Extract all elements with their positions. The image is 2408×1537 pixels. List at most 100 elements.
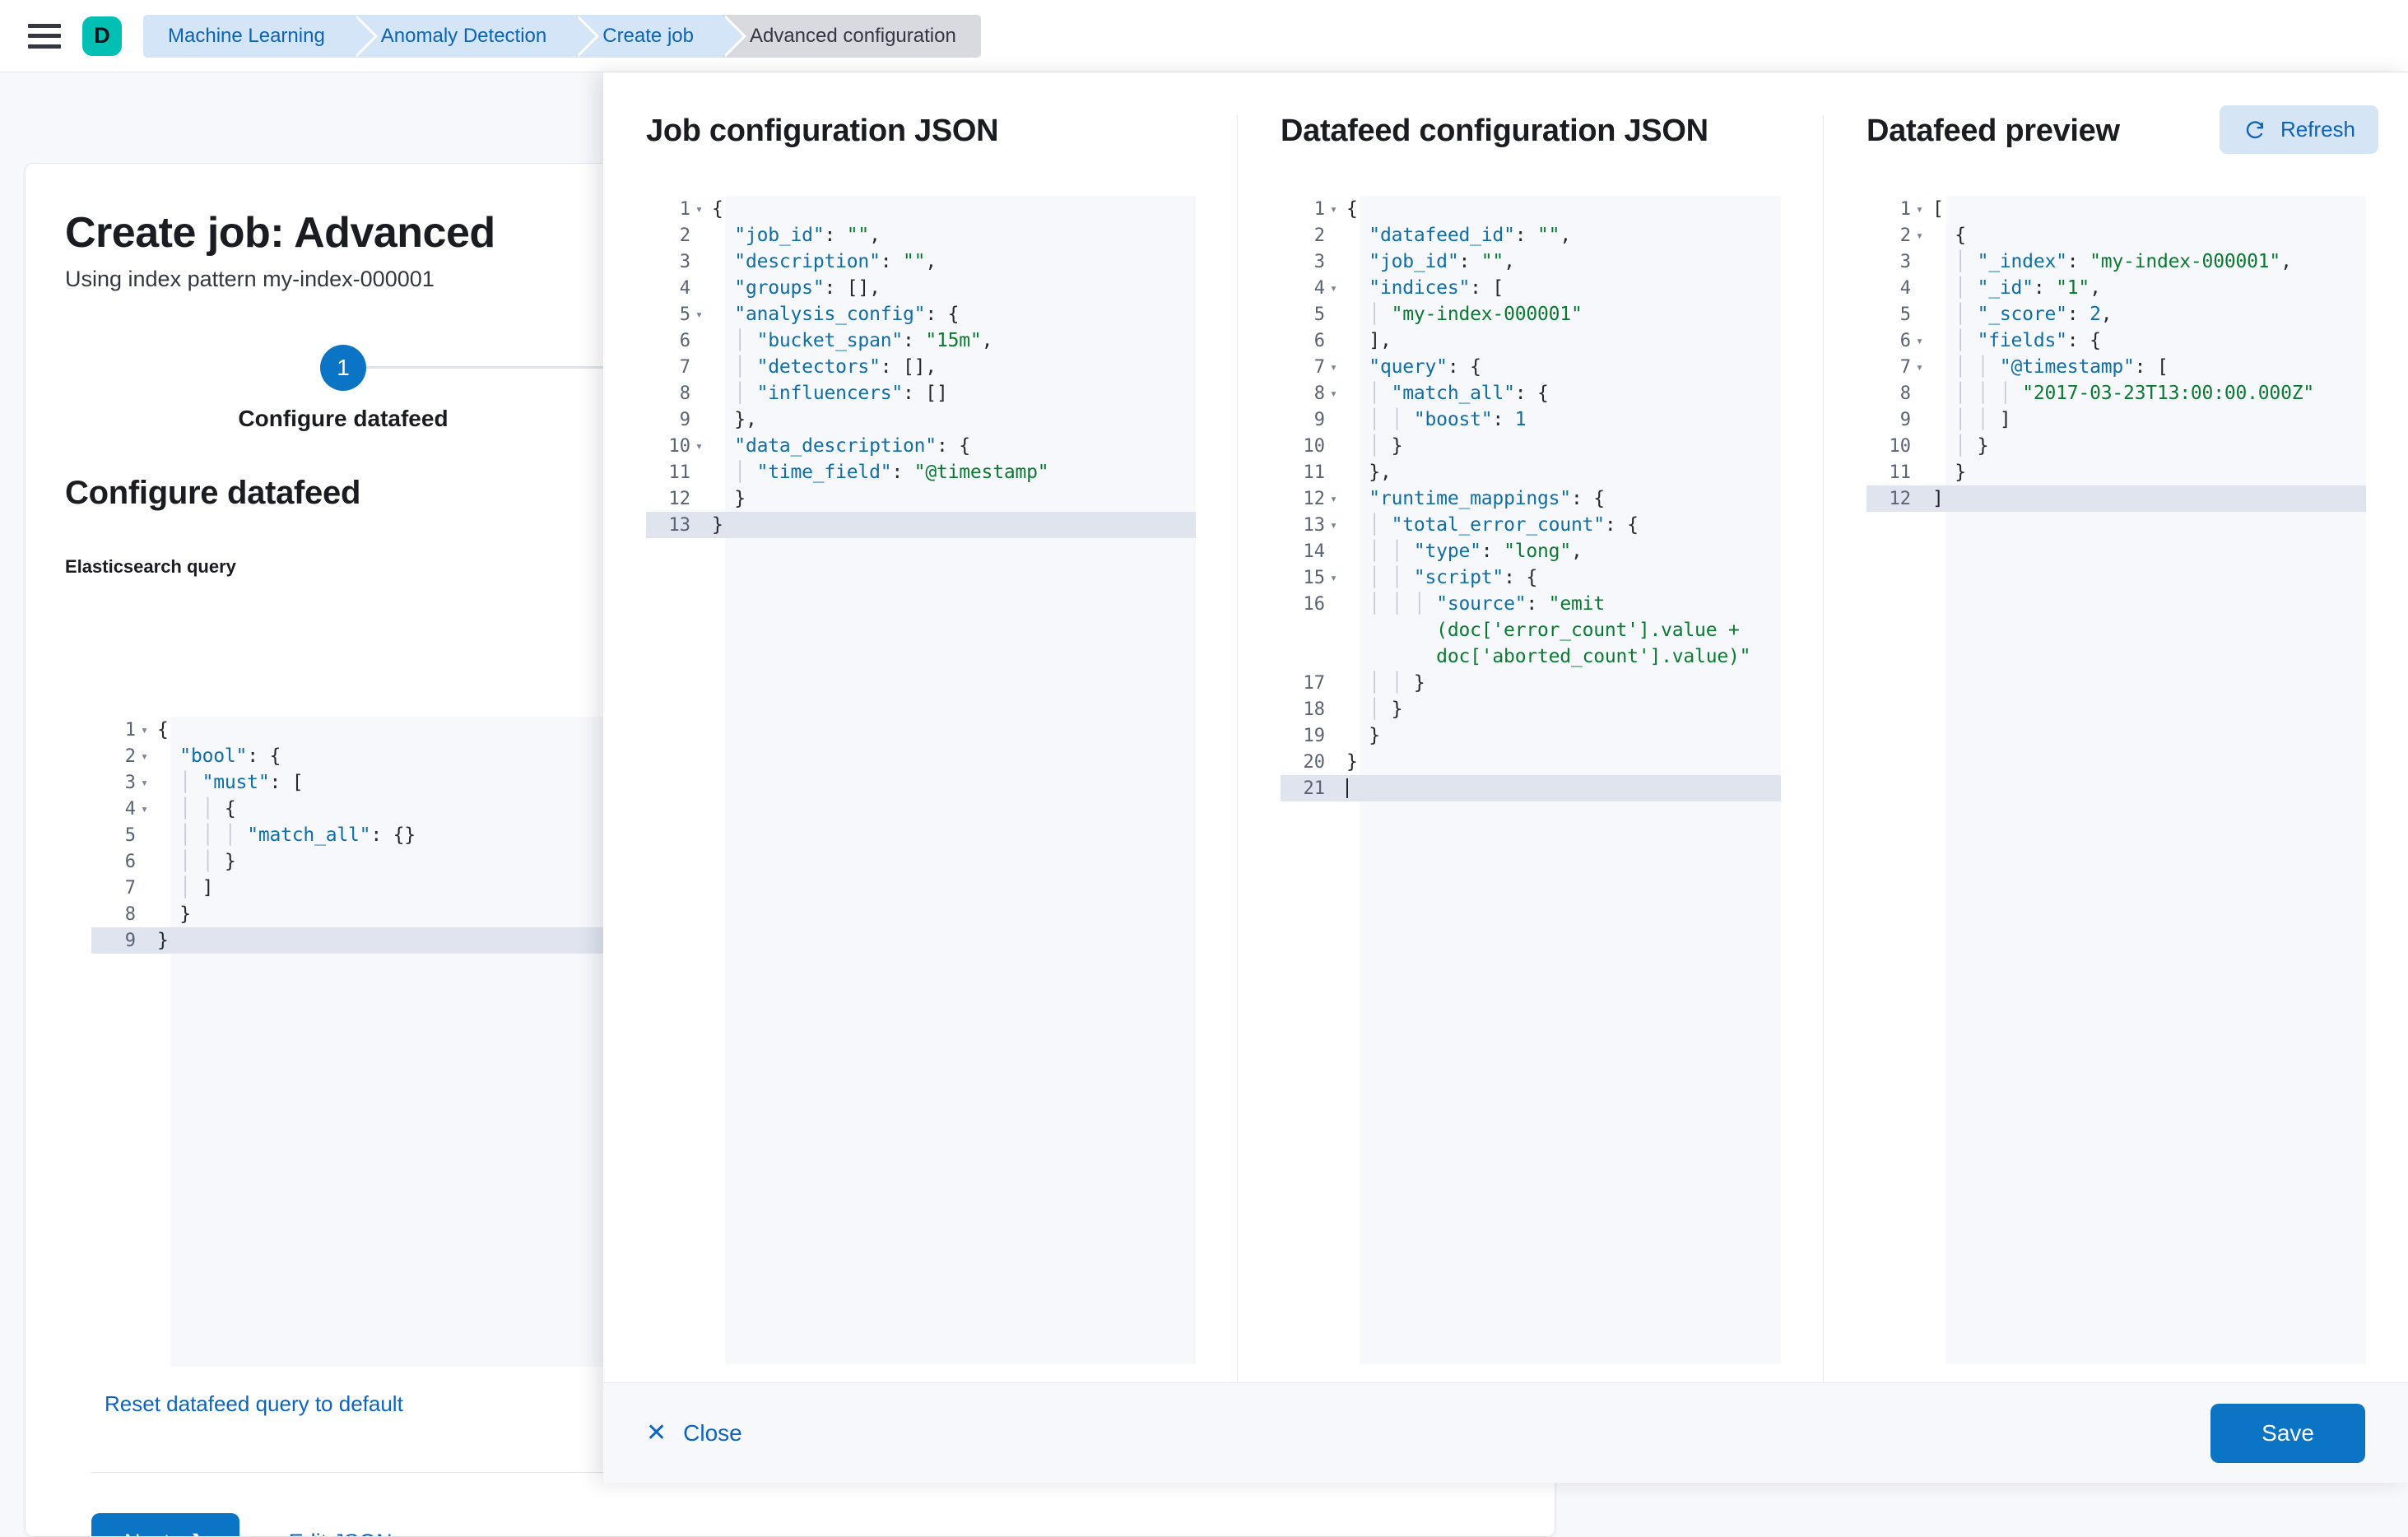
fold-toggle-icon[interactable]: ▾ bbox=[141, 724, 157, 736]
fold-toggle-icon[interactable]: ▾ bbox=[1330, 388, 1346, 400]
code-text: │ "bucket_span": "15m", bbox=[712, 330, 1196, 351]
editor-line: 2 "job_id": "", bbox=[646, 222, 1196, 248]
editor-line: 13▾ │ "total_error_count": { bbox=[1281, 512, 1781, 538]
fold-toggle-icon[interactable]: ▾ bbox=[695, 309, 712, 321]
line-number: 14 bbox=[1281, 541, 1330, 562]
fold-toggle-icon[interactable]: ▾ bbox=[1916, 335, 1932, 347]
fold-toggle-icon[interactable]: ▾ bbox=[1330, 493, 1346, 505]
line-number: 8 bbox=[1281, 383, 1330, 404]
line-number: 9 bbox=[1866, 410, 1916, 430]
edit-json-button[interactable]: Edit JSON bbox=[289, 1530, 393, 1537]
close-button-label: Close bbox=[683, 1420, 742, 1446]
code-text: │ "_index": "my-index-000001", bbox=[1932, 251, 2366, 272]
code-text: │ "_id": "1", bbox=[1932, 277, 2366, 299]
datafeed-preview-editor[interactable]: 1▾[2▾ {3 │ "_index": "my-index-000001",4… bbox=[1866, 196, 2366, 1364]
fold-toggle-icon[interactable]: ▾ bbox=[1330, 282, 1346, 295]
code-text: │ } bbox=[1346, 435, 1781, 457]
editor-lines: 1▾[2▾ {3 │ "_index": "my-index-000001",4… bbox=[1866, 196, 2366, 512]
fold-toggle-icon[interactable]: ▾ bbox=[1916, 230, 1932, 242]
fold-toggle-icon[interactable]: ▾ bbox=[141, 750, 157, 763]
line-number: 9 bbox=[1281, 410, 1330, 430]
line-number: 3 bbox=[646, 252, 695, 272]
code-text: doc['aborted_count'].value)" bbox=[1346, 646, 1781, 667]
editor-line: 18 │ } bbox=[1281, 696, 1781, 722]
stepper-step-1[interactable]: 1 bbox=[320, 345, 366, 391]
job-configuration-json-editor[interactable]: 1▾{2 "job_id": "",3 "description": "",4 … bbox=[646, 196, 1196, 1364]
fold-toggle-icon[interactable]: ▾ bbox=[695, 440, 712, 453]
line-number: 6 bbox=[1281, 331, 1330, 351]
editor-line: 11 } bbox=[1866, 459, 2366, 485]
code-text: │ │ } bbox=[1346, 672, 1781, 694]
editor-line: 2 "datafeed_id": "", bbox=[1281, 222, 1781, 248]
line-number: 7 bbox=[1281, 357, 1330, 378]
close-button[interactable]: ✕ Close bbox=[646, 1420, 742, 1446]
fold-toggle-icon[interactable]: ▾ bbox=[1330, 361, 1346, 374]
refresh-button-label: Refresh bbox=[2280, 117, 2355, 142]
reset-datafeed-query-link[interactable]: Reset datafeed query to default bbox=[105, 1391, 403, 1417]
fold-toggle-icon[interactable]: ▾ bbox=[1330, 572, 1346, 584]
hamburger-menu-icon[interactable] bbox=[28, 24, 61, 49]
code-text: "analysis_config": { bbox=[712, 304, 1196, 325]
editor-lines: 1▾{2 "datafeed_id": "",3 "job_id": "",4▾… bbox=[1281, 196, 1781, 801]
line-number: 9 bbox=[91, 931, 141, 951]
stepper-step-1-label: Configure datafeed bbox=[65, 406, 621, 432]
card-action-row: Next ❯ Edit JSON bbox=[91, 1513, 393, 1537]
code-text: } bbox=[712, 488, 1196, 509]
breadcrumb-item-anomaly-detection[interactable]: Anomaly Detection bbox=[353, 15, 574, 58]
fold-toggle-icon[interactable]: ▾ bbox=[1916, 361, 1932, 374]
refresh-button[interactable]: Refresh bbox=[2220, 105, 2378, 154]
code-text: "data_description": { bbox=[712, 435, 1196, 457]
line-number: 17 bbox=[1281, 673, 1330, 694]
editor-line-wrap: (doc['error_count'].value + bbox=[1281, 617, 1781, 643]
line-number: 5 bbox=[1281, 304, 1330, 325]
code-text: │ "fields": { bbox=[1932, 330, 2366, 351]
fold-toggle-icon[interactable]: ▾ bbox=[141, 803, 157, 815]
code-text: { bbox=[1346, 198, 1781, 220]
next-button-label: Next bbox=[124, 1530, 170, 1537]
editor-line: 7▾ │ │ "@timestamp": [ bbox=[1866, 354, 2366, 380]
line-number: 12 bbox=[646, 489, 695, 509]
flyout-footer: ✕ Close Save bbox=[603, 1382, 2408, 1483]
editor-line: 6 │ "bucket_span": "15m", bbox=[646, 327, 1196, 354]
code-text: │ } bbox=[1932, 435, 2366, 457]
breadcrumb-item-machine-learning[interactable]: Machine Learning bbox=[143, 15, 353, 58]
code-text: } bbox=[1346, 725, 1781, 746]
space-avatar[interactable]: D bbox=[82, 16, 122, 56]
fold-toggle-icon[interactable]: ▾ bbox=[1330, 519, 1346, 532]
editor-line-wrap: doc['aborted_count'].value)" bbox=[1281, 643, 1781, 670]
editor-line: 4 "groups": [], bbox=[646, 275, 1196, 301]
top-navigation-bar: D Machine Learning Anomaly Detection Cre… bbox=[0, 0, 2408, 72]
editor-line: 9 │ │ ] bbox=[1866, 406, 2366, 433]
code-text: "groups": [], bbox=[712, 277, 1196, 299]
line-number: 4 bbox=[91, 799, 141, 820]
editor-line: 5▾ "analysis_config": { bbox=[646, 301, 1196, 327]
hamburger-bar bbox=[28, 44, 61, 49]
fold-toggle-icon[interactable]: ▾ bbox=[1330, 203, 1346, 216]
line-number: 4 bbox=[1866, 278, 1916, 299]
datafeed-configuration-json-editor[interactable]: 1▾{2 "datafeed_id": "",3 "job_id": "",4▾… bbox=[1281, 196, 1781, 1364]
next-button[interactable]: Next ❯ bbox=[91, 1513, 239, 1537]
refresh-icon bbox=[2243, 118, 2267, 142]
line-number: 8 bbox=[91, 904, 141, 925]
line-number: 20 bbox=[1281, 752, 1330, 773]
editor-line: 3 │ "_index": "my-index-000001", bbox=[1866, 248, 2366, 275]
code-text: (doc['error_count'].value + bbox=[1346, 620, 1781, 641]
editor-line: 8 │ │ │ "2017-03-23T13:00:00.000Z" bbox=[1866, 380, 2366, 406]
code-text: }, bbox=[1346, 462, 1781, 483]
fold-toggle-icon[interactable]: ▾ bbox=[1916, 203, 1932, 216]
save-button[interactable]: Save bbox=[2210, 1404, 2365, 1463]
fold-toggle-icon[interactable]: ▾ bbox=[141, 777, 157, 789]
editor-line: 11 │ "time_field": "@timestamp" bbox=[646, 459, 1196, 485]
datafeed-preview-column: Datafeed preview Refresh 1▾[2▾ {3 │ "_in… bbox=[1823, 115, 2408, 1382]
flyout-body: Job configuration JSON 1▾{2 "job_id": ""… bbox=[603, 72, 2408, 1382]
line-number: 2 bbox=[1281, 225, 1330, 246]
chevron-right-icon: ❯ bbox=[190, 1530, 207, 1537]
line-number: 13 bbox=[1281, 515, 1330, 536]
code-text: │ "_score": 2, bbox=[1932, 304, 2366, 325]
code-text: { bbox=[1932, 225, 2366, 246]
fold-toggle-icon[interactable]: ▾ bbox=[695, 203, 712, 216]
line-number: 1 bbox=[646, 199, 695, 220]
code-text: │ │ │ "2017-03-23T13:00:00.000Z" bbox=[1932, 383, 2366, 404]
line-number: 8 bbox=[646, 383, 695, 404]
code-text: "runtime_mappings": { bbox=[1346, 488, 1781, 509]
